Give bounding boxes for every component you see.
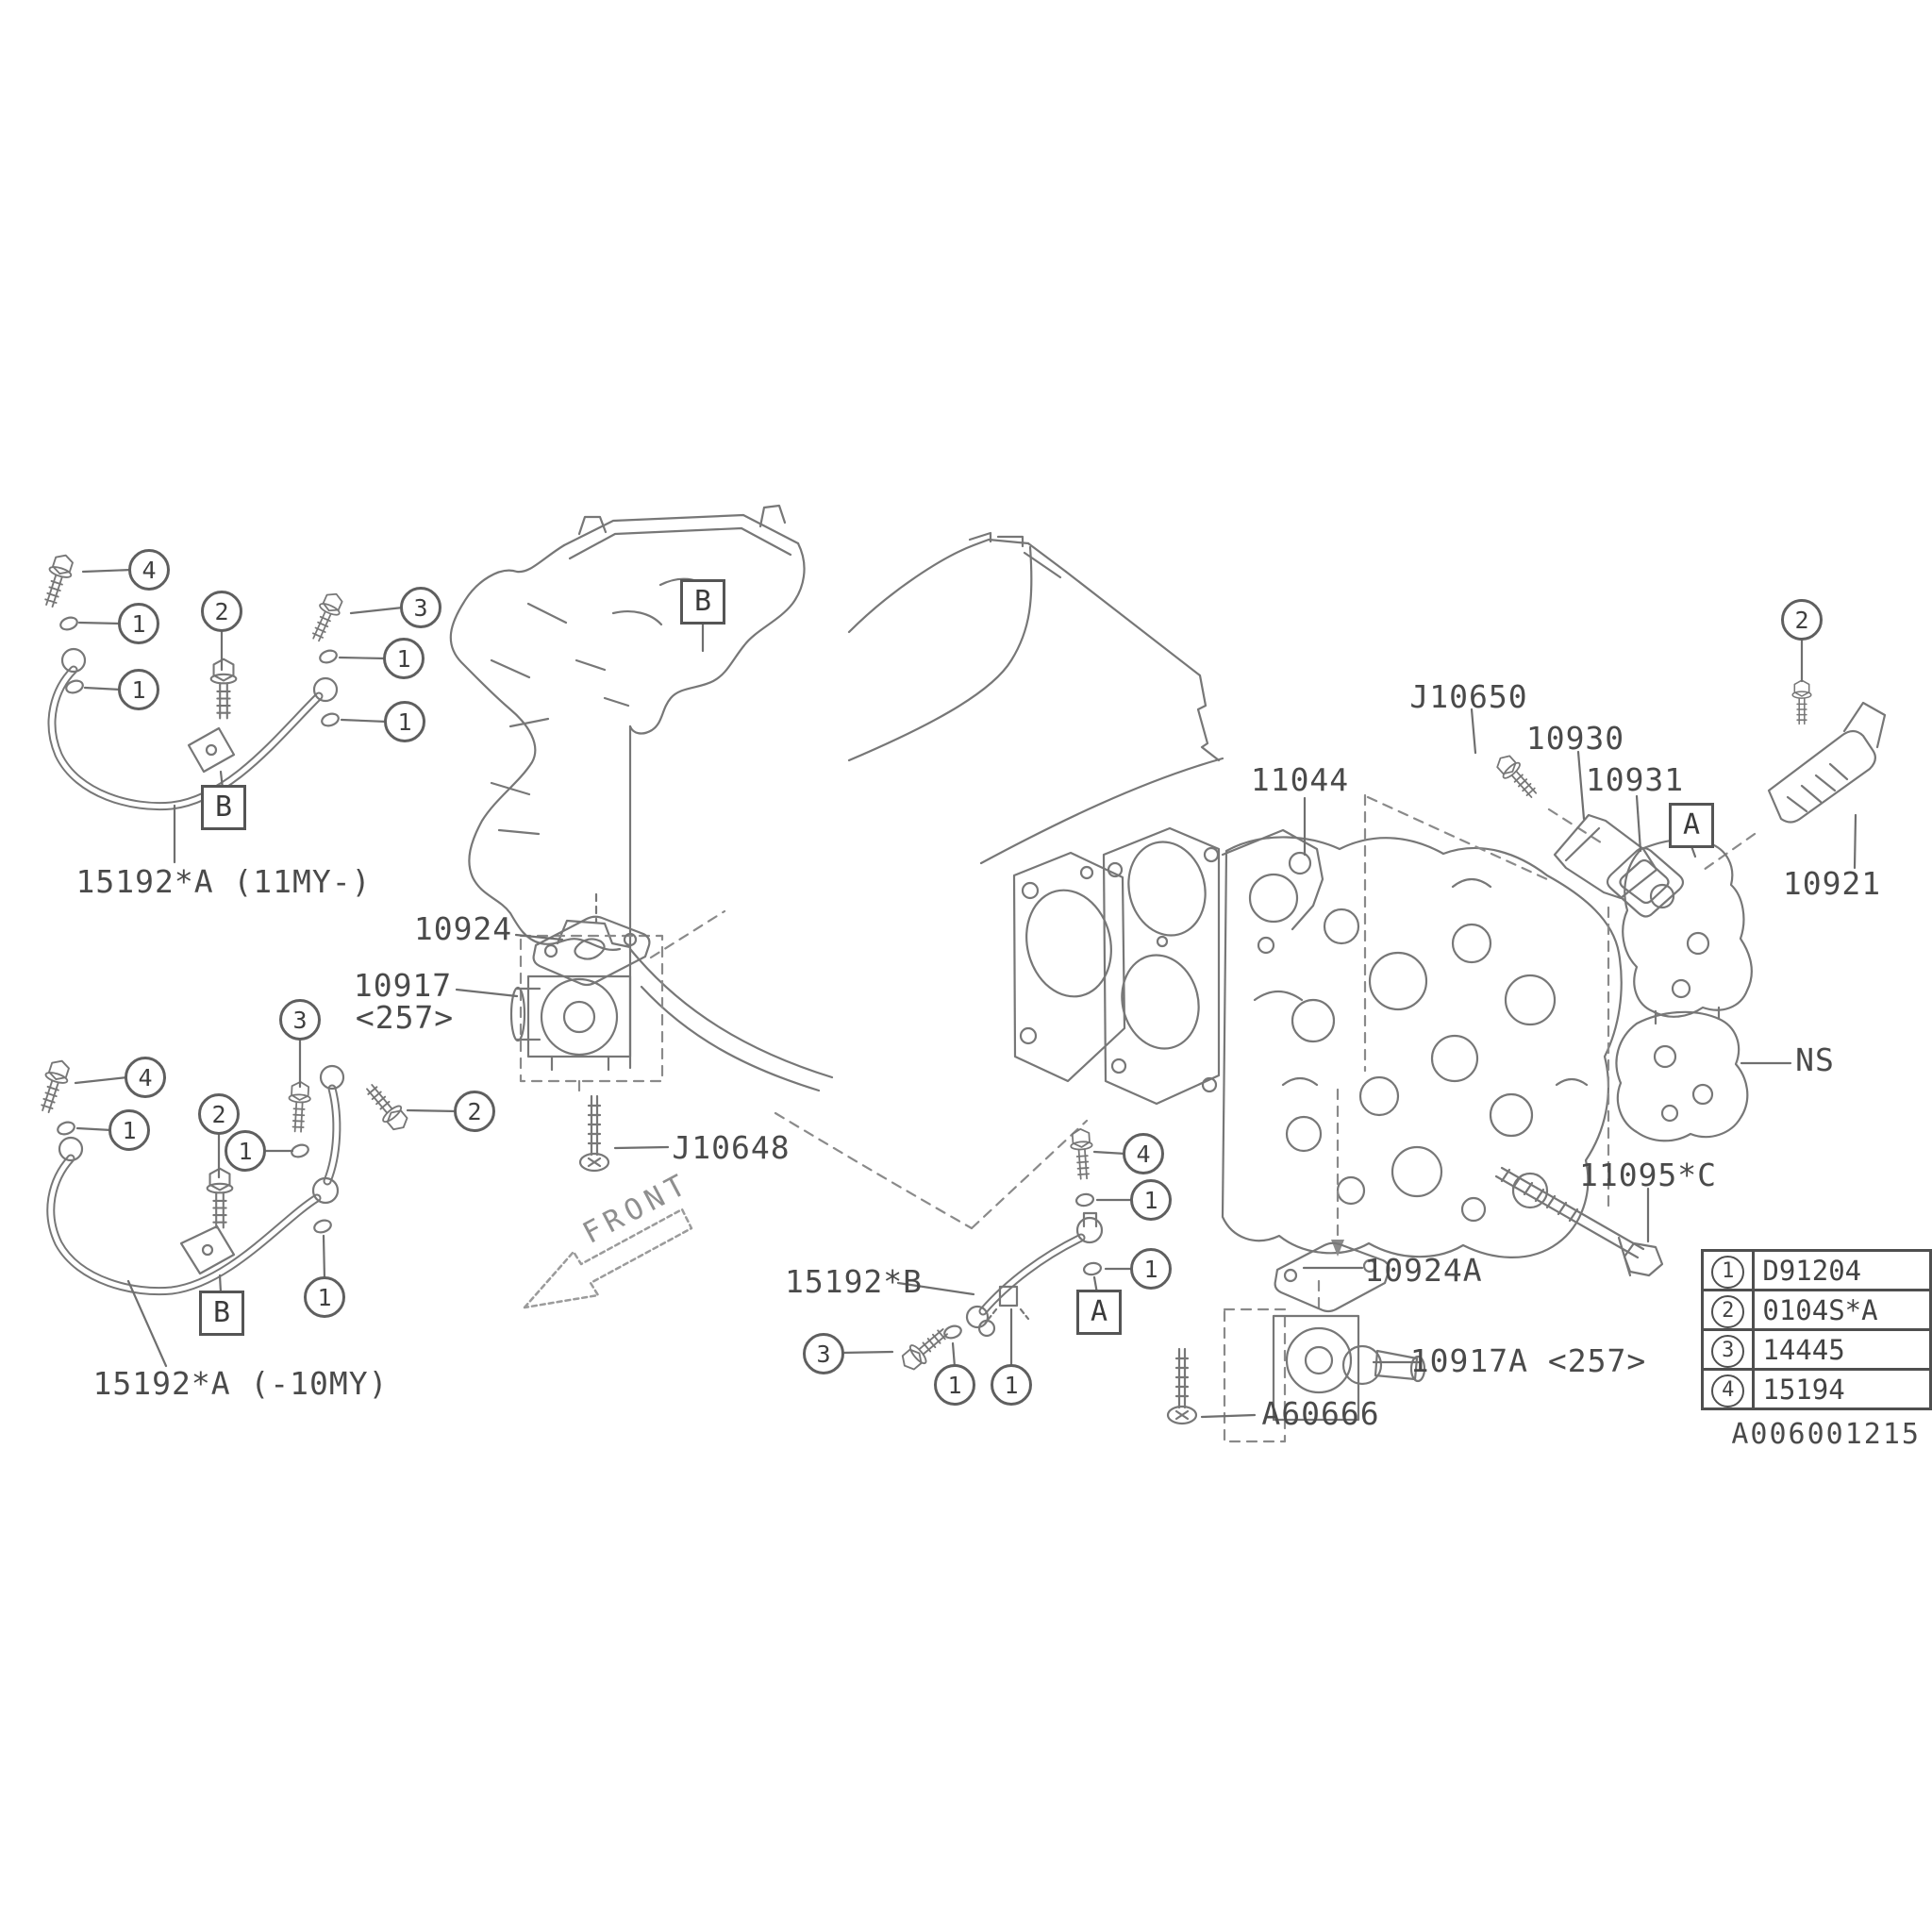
callout-1: 1	[1130, 1248, 1172, 1290]
label-15192a-11my: 15192*A (11MY-)	[75, 863, 372, 900]
dashed-leader-lines	[519, 793, 1757, 1443]
callout-1: 1	[384, 701, 425, 742]
legend-code-4: 15194	[1752, 1368, 1932, 1410]
legend-table: 1 D91204 2 0104S*A 3 14445 4 15194	[1700, 1249, 1932, 1410]
callout-4: 4	[125, 1057, 166, 1098]
callout-1: 1	[1130, 1179, 1172, 1221]
section-box-b-pipe2: B	[199, 1291, 244, 1336]
label-ns: NS	[1795, 1041, 1835, 1078]
legend-num-4: 4	[1711, 1374, 1745, 1407]
diagram-code: A006001215	[1731, 1418, 1921, 1451]
section-box-b-pipe1: B	[201, 785, 246, 830]
label-10921: 10921	[1782, 865, 1882, 902]
callout-1: 1	[934, 1364, 975, 1406]
legend-row: 3 14445	[1700, 1328, 1932, 1371]
legend-row: 4 15194	[1700, 1368, 1932, 1410]
bolt-j10650-drawing	[1491, 750, 1543, 804]
label-15192a-10my: 15192*A (-10MY)	[92, 1365, 389, 1402]
label-10917: 10917	[353, 967, 453, 1004]
callout-3: 3	[279, 999, 321, 1041]
cylinder-head-drawing	[1221, 836, 1623, 1258]
label-10931: 10931	[1585, 761, 1685, 798]
bolt-11095c-drawing	[1494, 1166, 1664, 1277]
label-11044: 11044	[1250, 761, 1350, 798]
callout-1: 1	[118, 603, 159, 644]
section-box-a-head: A	[1669, 803, 1714, 848]
callout-3: 3	[803, 1333, 844, 1374]
engine-block-drawing	[847, 531, 1224, 865]
callout-4: 4	[1123, 1133, 1164, 1174]
label-10917a: 10917A <257>	[1409, 1342, 1647, 1379]
pipe-15192a-11my-drawing	[38, 551, 347, 811]
callout-2: 2	[454, 1091, 495, 1132]
legend-num-1: 1	[1711, 1255, 1745, 1289]
engine-cover-drawing	[449, 504, 834, 1092]
label-10924: 10924	[413, 910, 513, 947]
callout-1: 1	[991, 1364, 1032, 1406]
callout-2: 2	[201, 591, 242, 632]
plate-10930-10931-drawing	[1553, 813, 1685, 918]
callout-1: 1	[304, 1276, 345, 1318]
head-end-view-drawing	[1615, 811, 1753, 1142]
callout-2: 2	[198, 1093, 240, 1135]
callout-1: 1	[118, 669, 159, 710]
pipe-15192b-drawing	[896, 1127, 1104, 1375]
legend-code-1: D91204	[1752, 1249, 1932, 1291]
label-10924a: 10924A	[1364, 1252, 1483, 1289]
valve-10917-drawing	[509, 915, 651, 1173]
callout-2: 2	[1781, 599, 1823, 641]
head-gasket-drawing	[1012, 826, 1324, 1106]
label-10917-variant: <257>	[355, 999, 455, 1036]
legend-row: 1 D91204	[1700, 1249, 1932, 1291]
front-arrow	[523, 1208, 693, 1309]
label-11095c: 11095*C	[1578, 1157, 1718, 1193]
legend-code-2: 0104S*A	[1752, 1289, 1932, 1331]
label-j10648: J10648	[672, 1129, 791, 1166]
callout-3: 3	[400, 587, 441, 628]
callout-1: 1	[383, 638, 425, 679]
callout-4: 4	[128, 549, 170, 591]
legend-num-3: 3	[1711, 1334, 1745, 1368]
legend-num-2: 2	[1711, 1294, 1745, 1328]
label-j10650: J10650	[1409, 678, 1528, 715]
callout-1: 1	[225, 1130, 266, 1172]
leader-lines	[74, 568, 1857, 1419]
legend-row: 2 0104S*A	[1700, 1289, 1932, 1331]
valve-10917a-drawing	[1166, 1241, 1426, 1425]
legend-code-3: 14445	[1752, 1328, 1932, 1371]
callout-1: 1	[108, 1109, 150, 1151]
pipe-15192a-10my-drawing	[34, 1057, 413, 1296]
label-15192b: 15192*B	[784, 1263, 924, 1300]
label-10930: 10930	[1525, 720, 1625, 757]
sensor-10921-drawing	[1767, 679, 1887, 824]
section-box-a-pipe3: A	[1076, 1290, 1122, 1335]
label-a60666: A60666	[1261, 1395, 1380, 1432]
section-box-b-engine: B	[680, 579, 725, 625]
